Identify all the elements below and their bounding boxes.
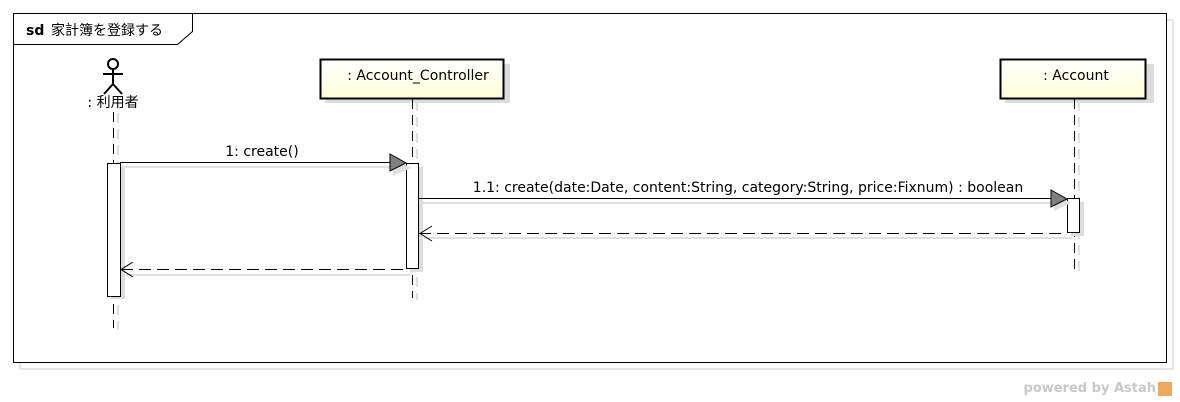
astah-logo-icon [1158,381,1172,396]
lifeline-account[interactable]: : Account [999,58,1155,277]
return-message-1[interactable] [120,261,410,278]
actor-icon [103,58,123,95]
brand-watermark: powered by Astah [1024,381,1172,396]
frame-title: 家計簿を登録する [51,22,163,39]
brand-text: powered by Astah [1023,381,1156,396]
activation-controller [406,163,419,269]
frame-keyword: sd [26,23,44,39]
participant-controller-box [319,58,505,100]
diagram-frame [13,13,1167,363]
message-1-arrowhead [389,153,408,172]
return-message-1-1-arrowhead [419,225,433,242]
participant-account-label: : Account [1043,68,1109,84]
lifeline-user-label: : 利用者 [87,95,138,111]
lifeline-user[interactable]: : 利用者 [87,58,139,330]
message-1-label: 1: create() [225,144,298,160]
message-1-1-arrowhead [1050,189,1069,208]
activation-account [1067,198,1080,233]
return-message-1-1[interactable] [419,225,1072,242]
frame-tab [13,13,193,45]
activation-user [107,163,121,297]
participant-controller-label: : Account_Controller [347,68,489,84]
message-1-1[interactable]: 1.1: create(date:Date, content:String, c… [419,180,1071,211]
lifeline-controller[interactable]: : Account_Controller [319,58,511,301]
participant-account-box [999,58,1147,100]
return-message-1-arrowhead [120,261,134,278]
message-1-1-label: 1.1: create(date:Date, content:String, c… [473,180,1023,196]
message-1[interactable]: 1: create() [120,144,411,176]
